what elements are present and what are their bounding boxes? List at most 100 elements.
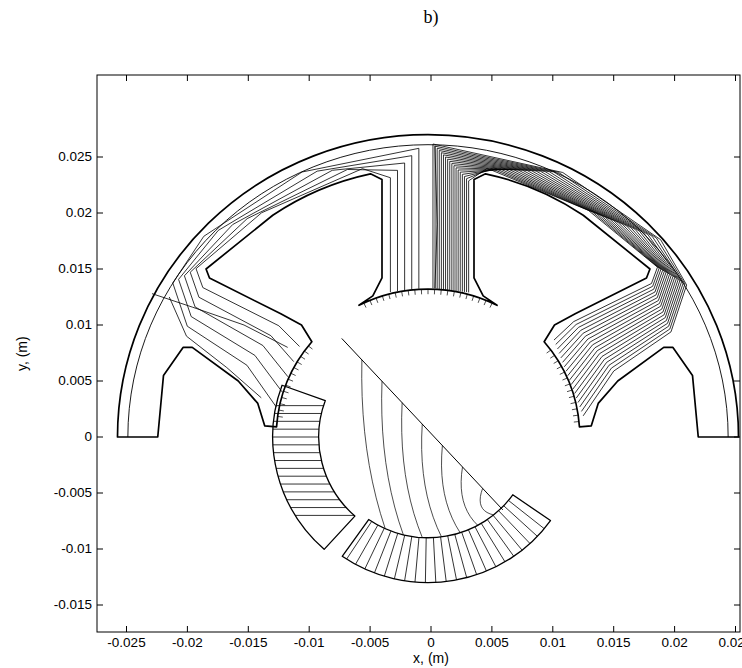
tick-mark bbox=[552, 626, 553, 632]
tick-mark bbox=[97, 549, 103, 550]
airgap-hatch bbox=[434, 289, 435, 294]
rotor-flux-line bbox=[422, 424, 442, 537]
airgap-hatch bbox=[278, 416, 283, 418]
tick-label: 0.025 bbox=[58, 150, 92, 165]
flux-line bbox=[435, 146, 685, 411]
axis-title: y, (m) bbox=[14, 337, 29, 372]
tick-mark bbox=[97, 605, 103, 606]
flux-line bbox=[169, 297, 261, 398]
airgap-hatch bbox=[453, 291, 455, 296]
tick-mark bbox=[734, 269, 740, 270]
tick-mark bbox=[370, 626, 371, 632]
airgap-hatch bbox=[554, 361, 558, 364]
magnet-flux-line bbox=[468, 530, 486, 571]
flux-line bbox=[469, 168, 658, 340]
airgap-hatch bbox=[297, 362, 301, 365]
flux-line bbox=[443, 155, 678, 394]
airgap-hatch bbox=[279, 410, 284, 412]
airgap-hatch bbox=[567, 390, 572, 392]
airgap-hatch bbox=[490, 303, 492, 308]
axis-title: x, (m) bbox=[413, 651, 449, 666]
airgap-hatch bbox=[308, 346, 312, 349]
magnet-flux-line bbox=[276, 405, 323, 406]
magnet-segment bbox=[342, 495, 550, 583]
panel-label: b) bbox=[424, 8, 439, 28]
airgap-hatch bbox=[478, 298, 480, 303]
magnet-flux-line bbox=[487, 520, 513, 557]
tick-label: -0.005 bbox=[54, 486, 92, 501]
airgap-hatch bbox=[547, 350, 551, 353]
flux-line bbox=[152, 294, 288, 348]
flux-line bbox=[439, 151, 681, 403]
airgap-hatch bbox=[466, 294, 467, 299]
tick-label: 0 bbox=[427, 636, 435, 651]
magnet-flux-line bbox=[295, 515, 354, 516]
airgap-hatch bbox=[484, 300, 486, 305]
tick-mark bbox=[734, 157, 740, 158]
airgap-hatch bbox=[562, 378, 567, 380]
magnet-flux-line bbox=[475, 527, 496, 567]
magnet-flux-line bbox=[405, 537, 412, 581]
tick-label: 0.005 bbox=[58, 374, 92, 389]
tick-mark bbox=[735, 75, 736, 81]
airgap-hatch bbox=[472, 296, 474, 301]
flux-line bbox=[190, 169, 397, 361]
magnet-flux-line bbox=[356, 525, 378, 564]
magnet-flux-line bbox=[275, 460, 322, 461]
magnet-flux-line bbox=[441, 537, 447, 581]
airgap-hatch bbox=[282, 397, 287, 398]
tick-label: 0.01 bbox=[540, 636, 566, 651]
tick-mark bbox=[735, 626, 736, 632]
tick-mark bbox=[734, 325, 740, 326]
tick-mark bbox=[370, 75, 371, 81]
tick-label: -0.01 bbox=[61, 542, 92, 557]
flux-line bbox=[452, 164, 671, 376]
magnet-flux-line bbox=[448, 536, 457, 580]
tick-label: 0.015 bbox=[597, 636, 631, 651]
airgap-hatch bbox=[572, 408, 577, 410]
tick-mark bbox=[97, 493, 103, 494]
magnet-flux-line bbox=[287, 499, 340, 500]
airgap-hatch bbox=[389, 294, 390, 299]
tick-mark bbox=[491, 75, 492, 81]
magnet-segment bbox=[273, 385, 355, 549]
tick-mark bbox=[187, 626, 188, 632]
flux-line bbox=[184, 163, 404, 377]
airgap-hatch bbox=[421, 289, 422, 294]
airgap-hatch bbox=[370, 300, 372, 305]
plot-frame bbox=[97, 75, 740, 632]
tick-label: -0.015 bbox=[54, 598, 92, 613]
magnet-flux-line bbox=[274, 452, 320, 453]
magnet-flux-line bbox=[275, 413, 322, 414]
flux-line bbox=[437, 148, 683, 407]
magnet-flux-line bbox=[384, 533, 397, 576]
tick-mark bbox=[248, 626, 249, 632]
tick-label: 0.015 bbox=[58, 262, 92, 277]
tick-label: -0.015 bbox=[229, 636, 267, 651]
magnet-flux-line bbox=[283, 491, 334, 492]
magnet-flux-line bbox=[433, 538, 435, 583]
airgap-hatch bbox=[364, 303, 366, 308]
airgap-hatch bbox=[550, 355, 554, 358]
tick-label: 0.005 bbox=[475, 636, 509, 651]
flux-line bbox=[450, 161, 673, 380]
airgap-hatch bbox=[288, 379, 293, 381]
axis-ticks bbox=[97, 75, 740, 632]
magnet-flux-line bbox=[347, 522, 372, 560]
flux-lines bbox=[152, 144, 687, 583]
airgap-hatch bbox=[560, 372, 565, 374]
tick-label: -0.025 bbox=[107, 636, 145, 651]
tick-mark bbox=[126, 626, 127, 632]
tick-label: -0.02 bbox=[172, 636, 203, 651]
tick-mark bbox=[734, 213, 740, 214]
magnet-flux-line bbox=[273, 437, 319, 438]
magnet-flux-line bbox=[291, 507, 347, 508]
airgap-hatch bbox=[460, 293, 461, 298]
flux-line bbox=[456, 168, 668, 367]
magnet-flux-line bbox=[425, 538, 427, 583]
magnet-flux-line bbox=[273, 429, 319, 430]
tick-mark bbox=[97, 213, 103, 214]
tick-mark bbox=[431, 626, 432, 632]
magnet-flux-line bbox=[508, 500, 544, 528]
